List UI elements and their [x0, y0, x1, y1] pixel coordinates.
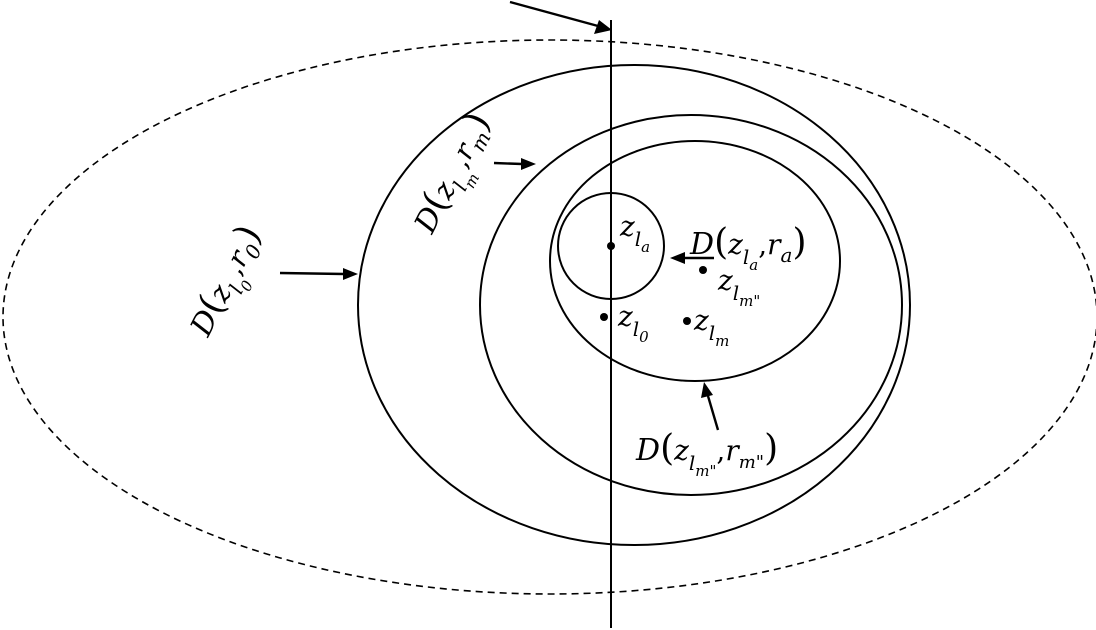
disc-d-zlm-rm: [479, 114, 903, 496]
label-z-lm2: zlm": [717, 264, 760, 310]
label-z-la: zla: [619, 210, 650, 256]
arrow-da: [670, 252, 714, 264]
outer-dashed-ellipse: [2, 39, 1096, 595]
label-z-l0: zl0: [617, 300, 649, 346]
disc-d-zlm2-rm2: [549, 140, 841, 382]
label-z-lm: zlm: [693, 304, 729, 350]
arrow-top: [509, 0, 612, 34]
point-z-lm: [683, 317, 691, 325]
point-z-la: [607, 242, 615, 250]
label-d-zla-ra: D(zla,ra): [689, 222, 807, 274]
point-z-l0: [600, 313, 608, 321]
arrow-d0: [279, 268, 358, 280]
label-d-zlm2-rm2: D(zlm",rm"): [635, 428, 778, 480]
disc-d-zl0-r0: [357, 64, 911, 546]
arrow-dm2: [701, 382, 720, 431]
label-d-zl0-r0: D(zl0,r0): [179, 218, 279, 348]
svg-text:D(zlm,rm): D(zlm,rm): [403, 106, 508, 245]
point-z-lm2: [699, 266, 707, 274]
svg-text:D(zl0,r0): D(zl0,r0): [179, 218, 279, 348]
label-d-zlm-rm: D(zlm,rm): [403, 106, 508, 245]
arrow-dm: [493, 158, 536, 170]
